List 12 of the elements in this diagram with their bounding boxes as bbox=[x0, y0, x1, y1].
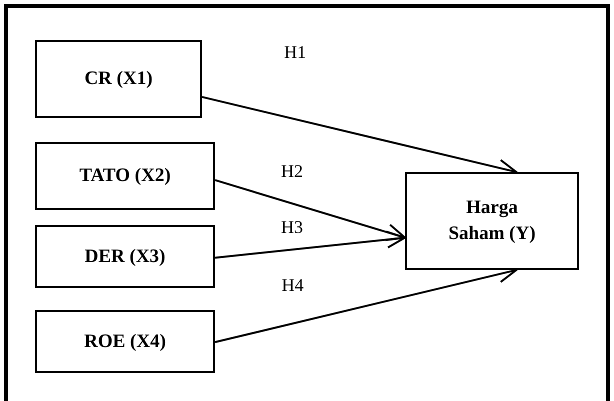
variable-label: ROE (X4) bbox=[84, 330, 166, 354]
arrow bbox=[214, 179, 406, 242]
variable-label: CR (X1) bbox=[84, 67, 153, 92]
variable-label: Harga Saham (Y) bbox=[447, 196, 537, 246]
variable-box bbox=[35, 225, 215, 288]
arrow bbox=[214, 230, 406, 259]
variable-box bbox=[35, 310, 215, 373]
variable-label: TATO (X2) bbox=[79, 164, 171, 188]
variable-box bbox=[35, 142, 215, 210]
variable-box bbox=[35, 40, 202, 118]
variable-label: DER (X3) bbox=[84, 244, 166, 269]
variable-box bbox=[405, 172, 579, 270]
